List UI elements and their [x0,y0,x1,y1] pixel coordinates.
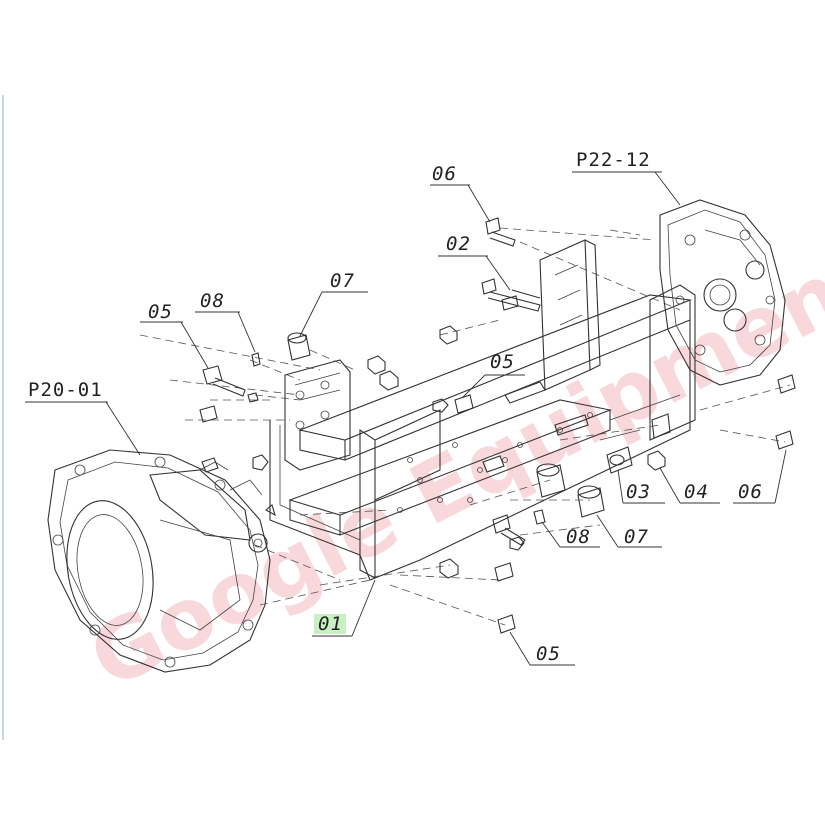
watermark: Google Equipment [75,225,825,707]
label-02: 02 [446,233,471,255]
label-p20-01: P20-01 [28,379,103,401]
hardware-parts [199,217,796,634]
label-06-top: 06 [432,163,457,185]
assembly-lines [139,227,791,626]
front-bracket [284,359,351,471]
clutch-housing-part [47,449,271,673]
svg-text:Google Equipment: Google Equipment [75,225,825,707]
part-labels: P22-12 06 02 07 08 05 P20-01 05 03 04 06… [28,149,763,665]
label-05-bottom: 05 [536,643,561,665]
label-08-left: 08 [200,290,225,312]
label-p22-12: P22-12 [576,149,651,171]
rear-housing-part [659,199,786,386]
label-01: 01 [318,613,343,635]
label-06-right: 06 [738,481,763,503]
label-05-mid: 05 [490,351,515,373]
main-frame-part [269,239,696,581]
label-07-top: 07 [330,270,355,292]
leader-lines [25,171,787,666]
label-07-mid: 07 [624,526,649,548]
label-highlight [314,614,346,634]
label-04: 04 [684,481,709,503]
label-08-mid: 08 [566,526,591,548]
label-05-left: 05 [148,301,173,323]
label-03: 03 [626,481,651,503]
